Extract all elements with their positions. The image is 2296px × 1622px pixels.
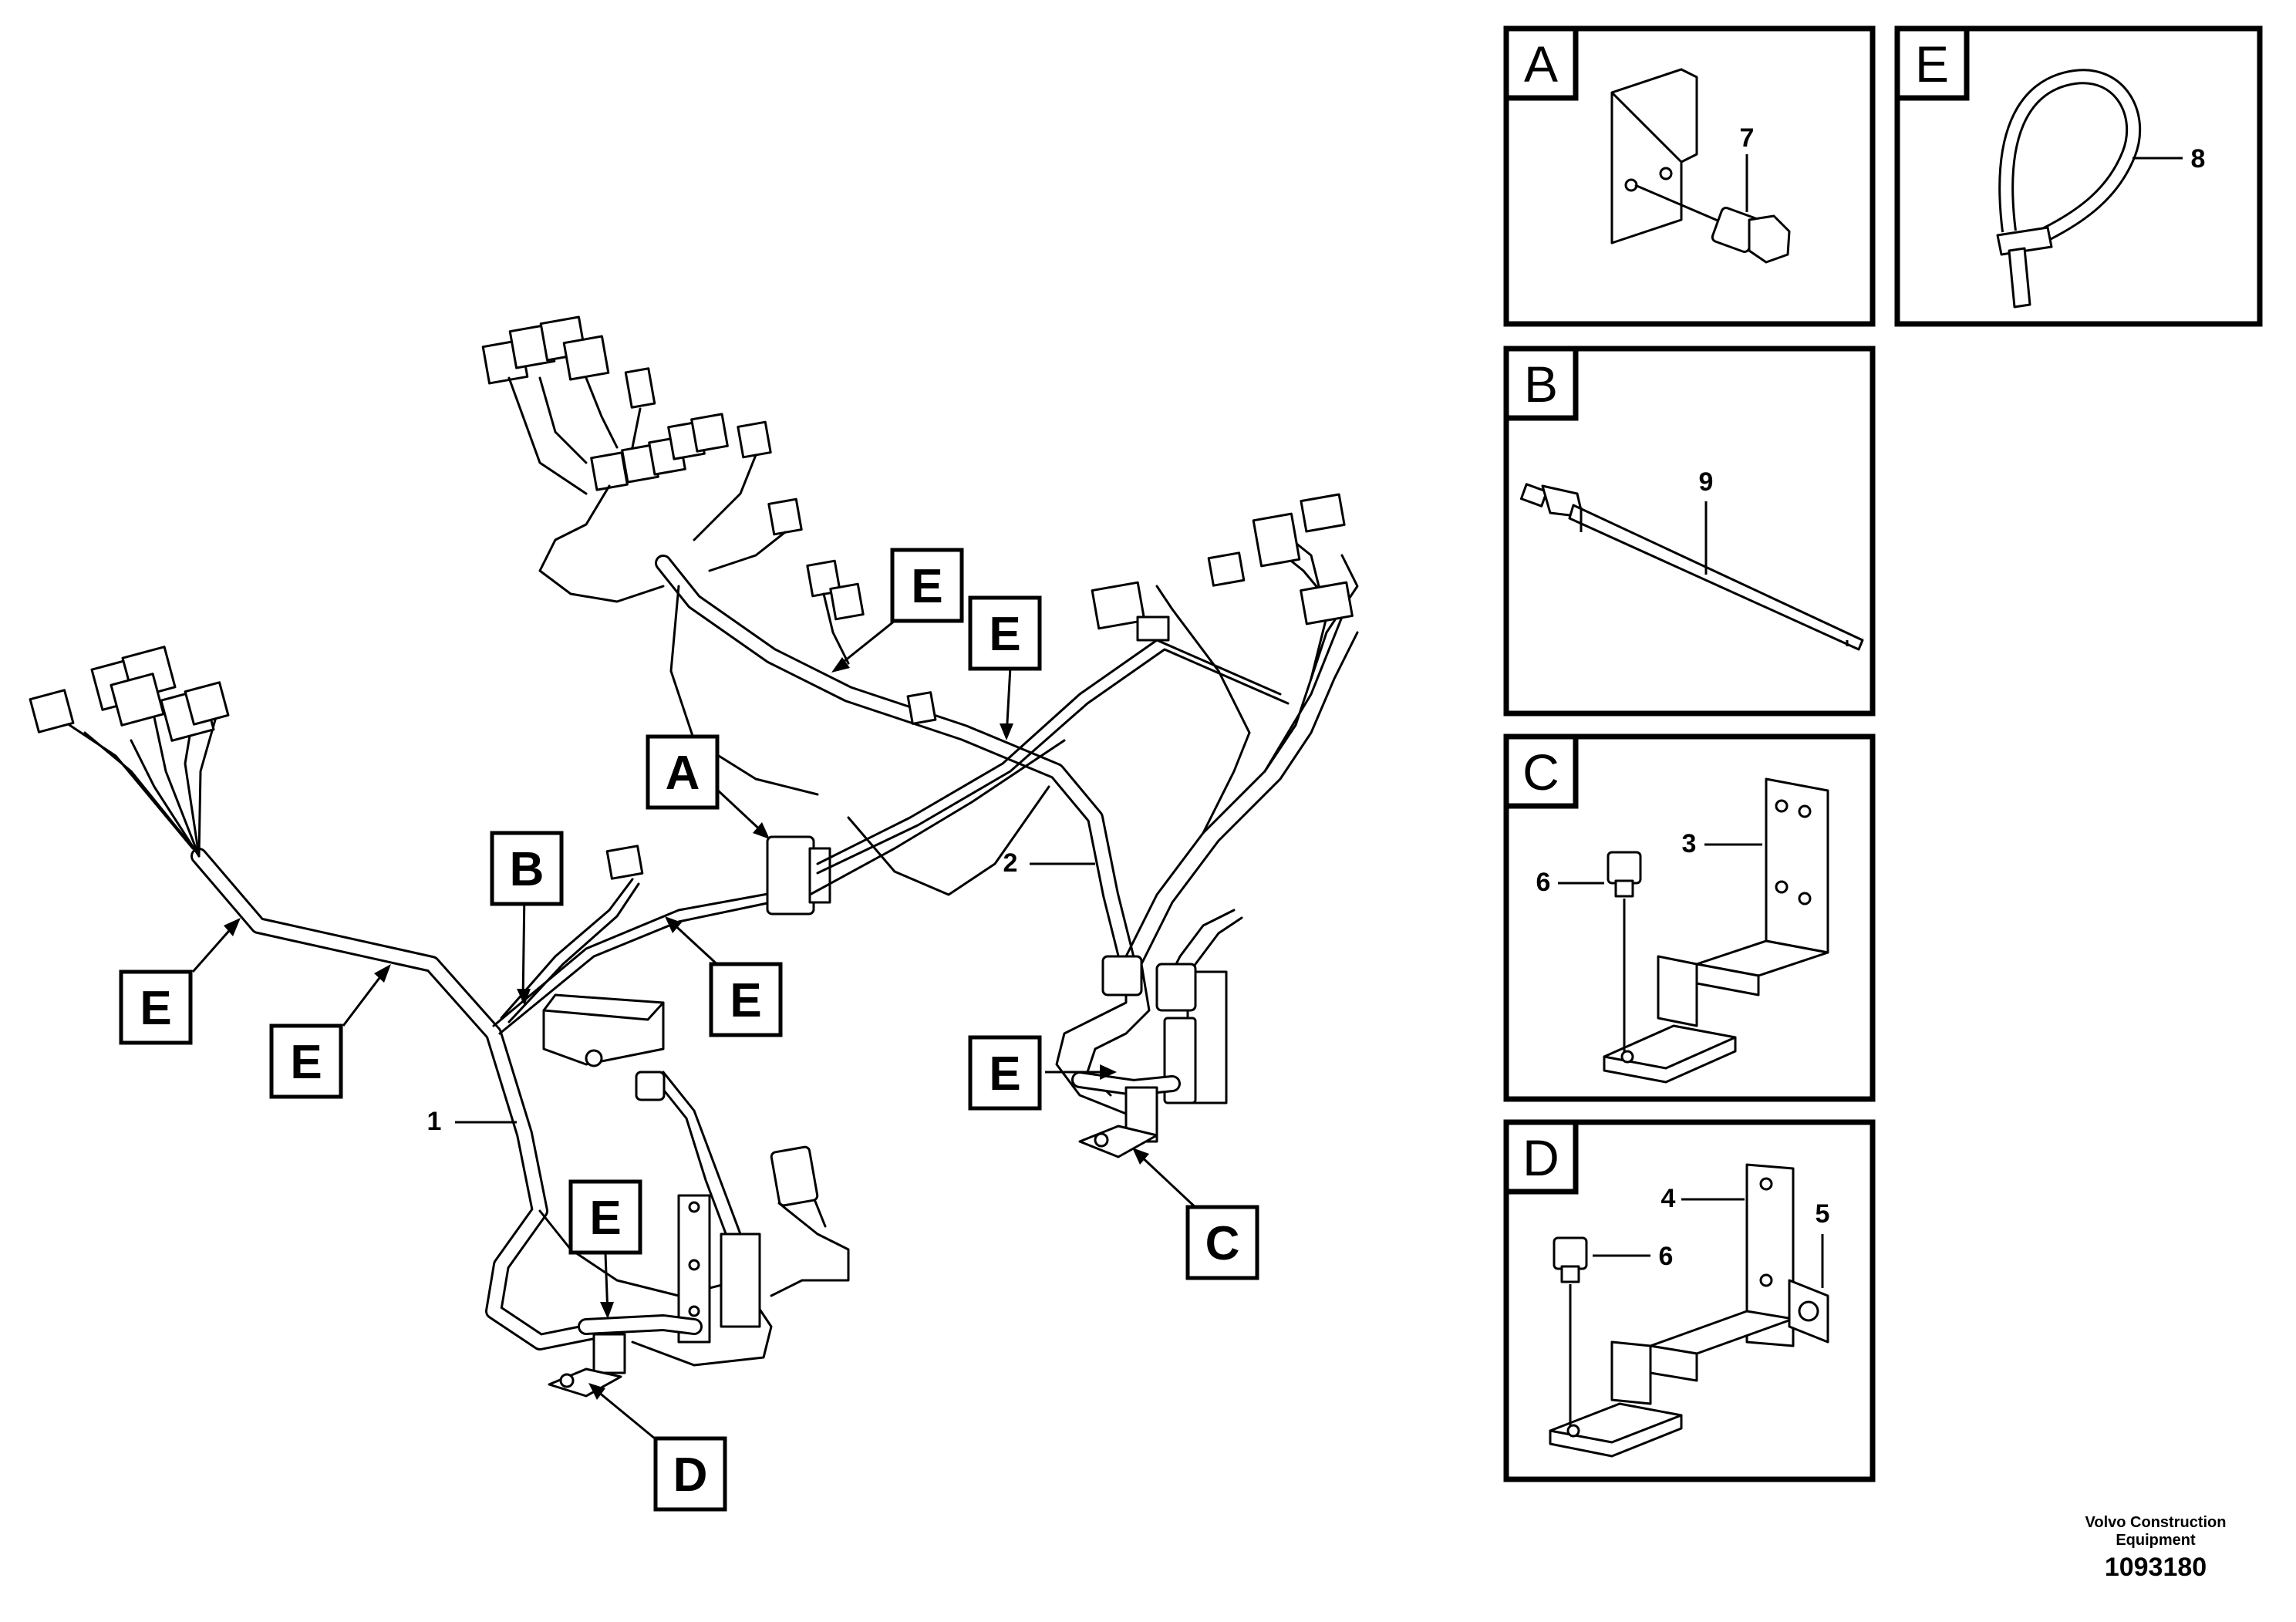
svg-text:8: 8	[2191, 144, 2206, 174]
detail-panel-e: E 8	[1894, 25, 2263, 327]
callout-e-4: E	[831, 548, 964, 673]
svg-text:5: 5	[1816, 1199, 1830, 1229]
svg-text:7: 7	[1740, 123, 1755, 153]
svg-text:9: 9	[1699, 467, 1714, 497]
callout-c: C	[1132, 1148, 1259, 1280]
harness-assembly	[29, 315, 1359, 1398]
plate-5	[1788, 1279, 1829, 1344]
callouts: E E B E A	[119, 548, 1259, 1512]
bracket-4	[1549, 1163, 1795, 1458]
bolt-6-d	[1553, 1236, 1588, 1427]
connector-b	[605, 845, 644, 880]
svg-text:C: C	[1205, 1217, 1240, 1270]
svg-text:C: C	[1522, 744, 1559, 801]
callout-e-3: E	[665, 916, 783, 1037]
svg-text:E: E	[589, 1192, 621, 1245]
svg-text:6: 6	[1659, 1242, 1674, 1271]
svg-text:3: 3	[1682, 829, 1697, 858]
clip-a-location	[766, 835, 831, 916]
svg-text:E: E	[989, 1047, 1020, 1101]
connector-near-d	[770, 1145, 819, 1207]
detail-panel-c: C 3 6	[1503, 733, 1876, 1102]
callout-e-6: E	[968, 1035, 1117, 1111]
svg-text:B: B	[510, 843, 544, 896]
clip-bracket-a	[1610, 68, 1698, 244]
bracket-c-main	[1071, 955, 1228, 1158]
svg-text:A: A	[1524, 35, 1558, 93]
credit-line-1: Volvo Construction	[2085, 1514, 2227, 1531]
callout-e-1: E	[119, 918, 241, 1045]
cable-tie-8	[1996, 69, 2142, 309]
svg-text:D: D	[673, 1448, 708, 1502]
left-connector-cluster	[29, 646, 230, 742]
credit-line-2: Equipment	[2116, 1532, 2196, 1549]
detail-panel-b: B 9	[1503, 346, 1876, 717]
bracket-d-main	[548, 1194, 761, 1398]
svg-text:E: E	[140, 982, 171, 1035]
detail-panel-a: A 7	[1503, 25, 1876, 327]
credit-block: Volvo Construction Equipment 1093180	[2085, 1514, 2227, 1582]
bolt-7	[1634, 184, 1791, 264]
svg-text:E: E	[1915, 35, 1949, 93]
svg-text:E: E	[730, 974, 761, 1027]
mounting-tie-9	[1519, 483, 1864, 651]
callout-d: D	[588, 1383, 727, 1512]
svg-text:1: 1	[427, 1107, 442, 1136]
right-connector-cluster	[1091, 493, 1354, 642]
svg-text:E: E	[911, 560, 942, 613]
callout-b: B	[490, 831, 564, 1006]
svg-text:2: 2	[1003, 848, 1018, 878]
svg-text:E: E	[290, 1036, 322, 1089]
document-number: 1093180	[2105, 1553, 2207, 1582]
item-number-2: 2	[1003, 848, 1095, 878]
svg-text:D: D	[1522, 1129, 1559, 1186]
svg-text:E: E	[989, 608, 1020, 661]
svg-text:A: A	[666, 747, 700, 800]
bolt-6-c	[1607, 851, 1642, 1053]
top-connector-cluster	[481, 315, 937, 725]
svg-text:4: 4	[1661, 1184, 1676, 1213]
detail-panel-d: D 4 5 6	[1503, 1119, 1876, 1482]
callout-e-7: E	[568, 1179, 642, 1319]
relay-module	[542, 993, 666, 1101]
svg-text:B: B	[1524, 356, 1558, 413]
svg-text:6: 6	[1536, 868, 1551, 897]
bracket-3	[1603, 777, 1829, 1084]
callout-e-5: E	[968, 595, 1042, 740]
item-number-1: 1	[427, 1107, 517, 1136]
callout-e-2: E	[269, 964, 391, 1099]
callout-a: A	[646, 734, 770, 839]
